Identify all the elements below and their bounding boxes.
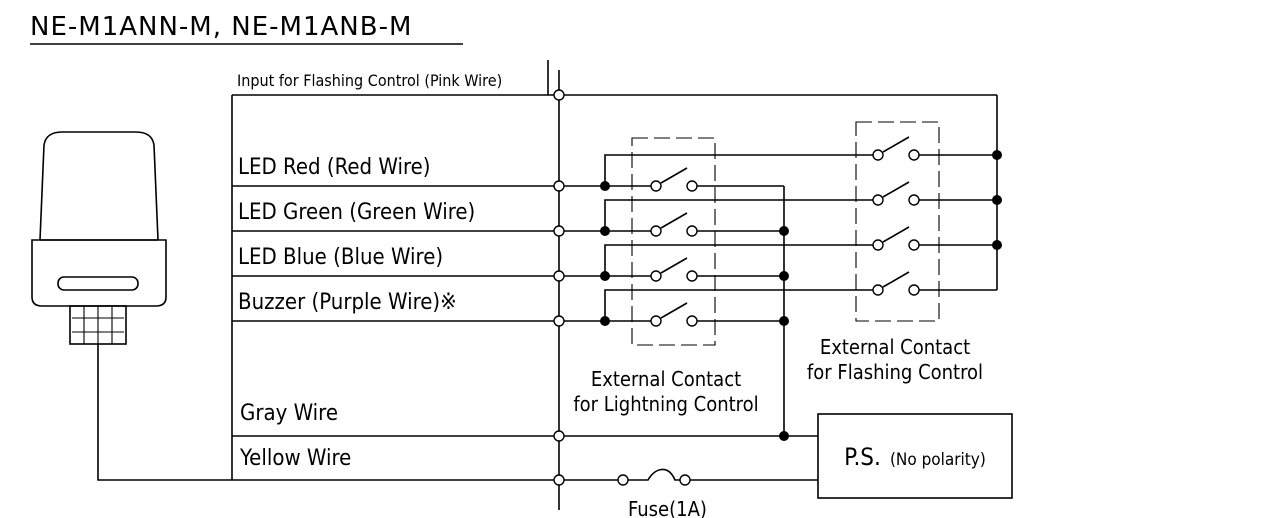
buzzer-wire-label: Buzzer (Purple Wire)※ [238, 290, 457, 315]
flashing-contact-caption-1: External Contact [820, 335, 970, 359]
junction-terminals [553, 89, 565, 486]
fuse-label: Fuse(1A) [628, 497, 707, 518]
junction-dots [600, 150, 1002, 441]
power-supply-label: P.S. (No polarity) [844, 443, 986, 471]
fuse-symbol [628, 468, 680, 481]
contact-terminals [617, 149, 920, 486]
lighting-contact-caption-2: for Lightning Control [573, 392, 758, 416]
device-cable [97, 344, 232, 481]
red-wire-label: LED Red (Red Wire) [238, 155, 431, 180]
lighting-contact-box [631, 137, 716, 346]
gray-wire-label: Gray Wire [240, 401, 338, 426]
pink-wire-label: Input for Flashing Control (Pink Wire) [237, 71, 502, 90]
lighting-contact-caption-1: External Contact [591, 367, 741, 391]
flashing-contact-box [855, 121, 940, 322]
blue-wire-label: LED Blue (Blue Wire) [238, 245, 443, 270]
green-wire-label: LED Green (Green Wire) [238, 200, 475, 225]
diagram-title: NE-M1ANN-M, NE-M1ANB-M [30, 12, 412, 42]
power-supply-box [817, 413, 1013, 499]
signal-tower-device [31, 131, 167, 345]
flashing-contact-caption-2: for Flashing Control [807, 360, 983, 384]
yellow-wire-label: Yellow Wire [239, 446, 351, 471]
